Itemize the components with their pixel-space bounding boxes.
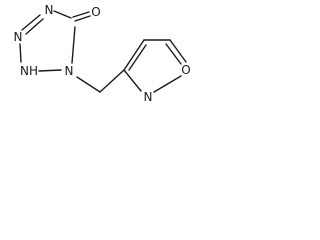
bond-c5-o-b bbox=[74, 15, 91, 22]
bond-o-n-ring bbox=[153, 75, 182, 93]
atom-n-isoxazole: N bbox=[144, 90, 153, 104]
molecule-structure: N N NH N O O N bbox=[14, 3, 191, 104]
bond-c5-o-ring-b bbox=[165, 43, 182, 65]
bond-c3-c4-a bbox=[123, 39, 145, 71]
bond-c5-o-ring-a bbox=[169, 39, 187, 63]
atom-n4: N bbox=[45, 3, 54, 17]
atom-o-carbonyl: O bbox=[91, 5, 100, 19]
atom-n1: N bbox=[65, 64, 74, 78]
bond-n1-c5 bbox=[71, 26, 76, 64]
bond-n4-n3-b bbox=[25, 18, 44, 35]
bond-n3-n2 bbox=[19, 43, 22, 63]
bond-c3-c4-b bbox=[128, 44, 147, 71]
atom-n3: N bbox=[14, 30, 23, 44]
bond-n4-n3-a bbox=[21, 14, 41, 31]
atom-n2-h: NH bbox=[20, 64, 38, 78]
bond-n2-n1 bbox=[38, 69, 62, 72]
atom-o-isoxazole: O bbox=[181, 63, 190, 77]
bond-ch2-c3 bbox=[99, 69, 125, 93]
bond-n1-ch2 bbox=[76, 76, 101, 93]
bond-n-c3-ring bbox=[123, 69, 142, 92]
bond-c5-o-a bbox=[72, 11, 90, 18]
structure-diagram: N N NH N O O N bbox=[0, 0, 212, 108]
bond-c5-n4 bbox=[53, 10, 72, 19]
